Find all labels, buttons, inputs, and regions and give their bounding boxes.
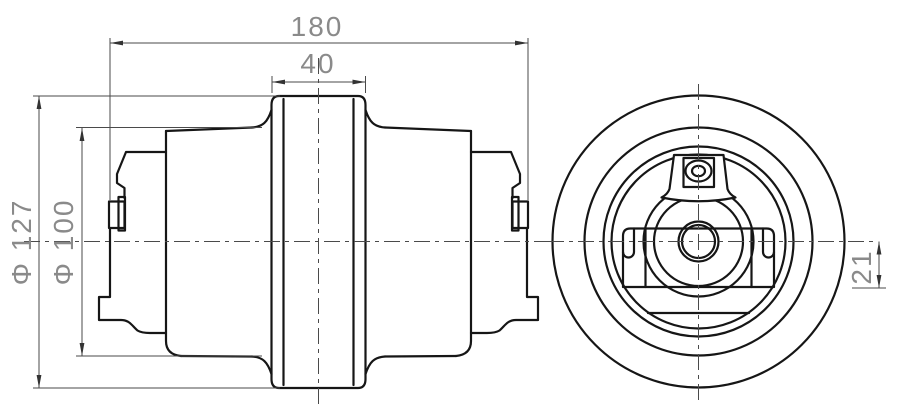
support-right-lower [469,226,540,335]
arrowhead [876,275,882,288]
hub-fillet [250,108,273,129]
arrowhead [36,375,42,388]
hub-fillet [364,108,387,129]
side-view [97,94,540,390]
dimension-dia-100: Φ 100 [48,127,262,357]
extension-line [271,76,366,93]
extension-line [33,95,280,389]
support-left-lower [97,226,168,335]
bracket-slot-right [761,227,776,259]
hub-outline [270,94,367,390]
arrowhead [515,40,528,46]
support-left-upper [115,150,168,200]
dimension-label-overall-length: 180 [291,11,344,42]
hub-fillet [250,355,273,376]
support-right-upper [469,150,522,200]
dimension-180: 180 [109,11,529,200]
arrowhead [352,79,366,85]
arrowhead [876,241,882,255]
tread-edge-left [164,129,183,358]
arrowhead [272,79,285,85]
dimension-40: 40 [271,48,366,93]
tread-edge-right [454,129,473,358]
dimension-label-tread-diameter: Φ 100 [48,199,79,286]
dimension-21: 21 [846,241,886,289]
dimension-label-bracket-offset: 21 [846,249,877,284]
tread-bottom-right [383,354,458,358]
centerlines [24,58,874,404]
bracket-outline [621,227,776,289]
support-left-pin-outer [107,200,126,230]
arrowhead [110,40,123,46]
tread-top-left [164,126,254,133]
extension-line [109,38,529,200]
dimension-label-hub-width: 40 [300,48,335,79]
dimension-label-outer-diameter: Φ 127 [6,199,37,286]
dimension-dia-127: Φ 127 [6,95,280,389]
support-right-pin-outer [511,200,530,230]
hub-fillet [364,355,387,376]
arrowhead [79,343,85,356]
arrowhead [36,96,42,109]
arrowhead [79,128,85,141]
bracket-slot-left [621,227,636,259]
tread-top-right [383,126,473,133]
extension-line [76,127,262,357]
